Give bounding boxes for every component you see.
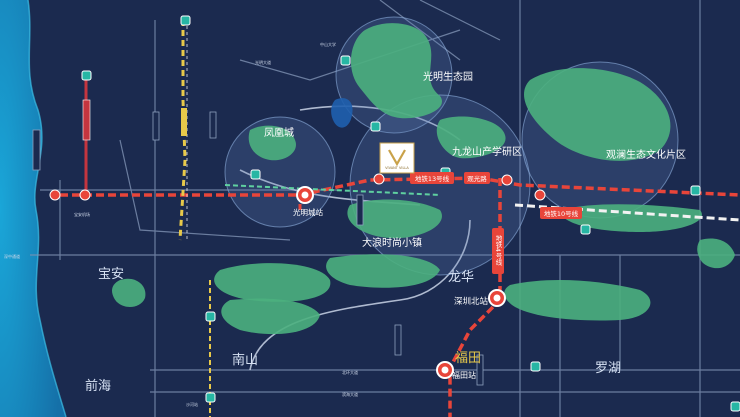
district-guangming-eco: 光明生态园 <box>423 70 473 83</box>
district-nanshan: 南山 <box>232 352 258 368</box>
district-luohu: 罗湖 <box>595 361 621 376</box>
line10-label: 地铁10号线 <box>544 209 579 218</box>
district-baoan: 宝安 <box>98 267 124 282</box>
sea-shore <box>27 0 67 417</box>
line13-badge <box>410 172 454 184</box>
station-symbols <box>49 173 546 379</box>
station-guangming-city: 光明城站 <box>293 207 323 217</box>
district-fenghuangcheng: 凤凰城 <box>264 127 294 139</box>
metro-line-4 <box>448 178 502 417</box>
project-logo-text: VIVANT VILLA <box>385 166 409 170</box>
district-qianhai: 前海 <box>85 378 111 394</box>
label-beihuan: 北环大道 <box>342 369 358 375</box>
guanguang-label: 观光路 <box>467 174 487 183</box>
label-baoan-airport: 宝安机场 <box>74 211 90 217</box>
label-shenzhen-bay: 深中通道 <box>4 253 20 259</box>
guanguang-badge <box>464 172 490 184</box>
parks <box>112 23 735 335</box>
sea <box>0 0 66 417</box>
line10-badge <box>540 207 582 219</box>
small-road-tags <box>32 99 484 386</box>
district-futian: 福田 <box>455 351 481 366</box>
label-guangming-ave: 光明大道 <box>255 59 271 65</box>
district-jiulongshan: 九龙山产学研区 <box>452 145 522 158</box>
station-shenzhen-north: 深圳北站 <box>454 296 489 307</box>
metro-icons <box>81 15 740 412</box>
line4-label: 地铁4号线 <box>494 234 502 266</box>
station-futian: 福田站 <box>452 370 476 380</box>
line13-label: 地铁13号线 <box>415 174 450 183</box>
line4-badge <box>492 228 504 274</box>
district-dalang: 大浪时尚小镇 <box>362 236 422 249</box>
label-binhai: 滨海大道 <box>342 391 358 397</box>
label-zhongshan: 中山大学 <box>320 41 336 47</box>
project-logo <box>379 142 415 174</box>
district-guanlan: 观澜生态文化片区 <box>606 148 686 161</box>
district-longhua: 龙华 <box>448 270 474 285</box>
label-shahe: 沙河站 <box>186 401 198 407</box>
